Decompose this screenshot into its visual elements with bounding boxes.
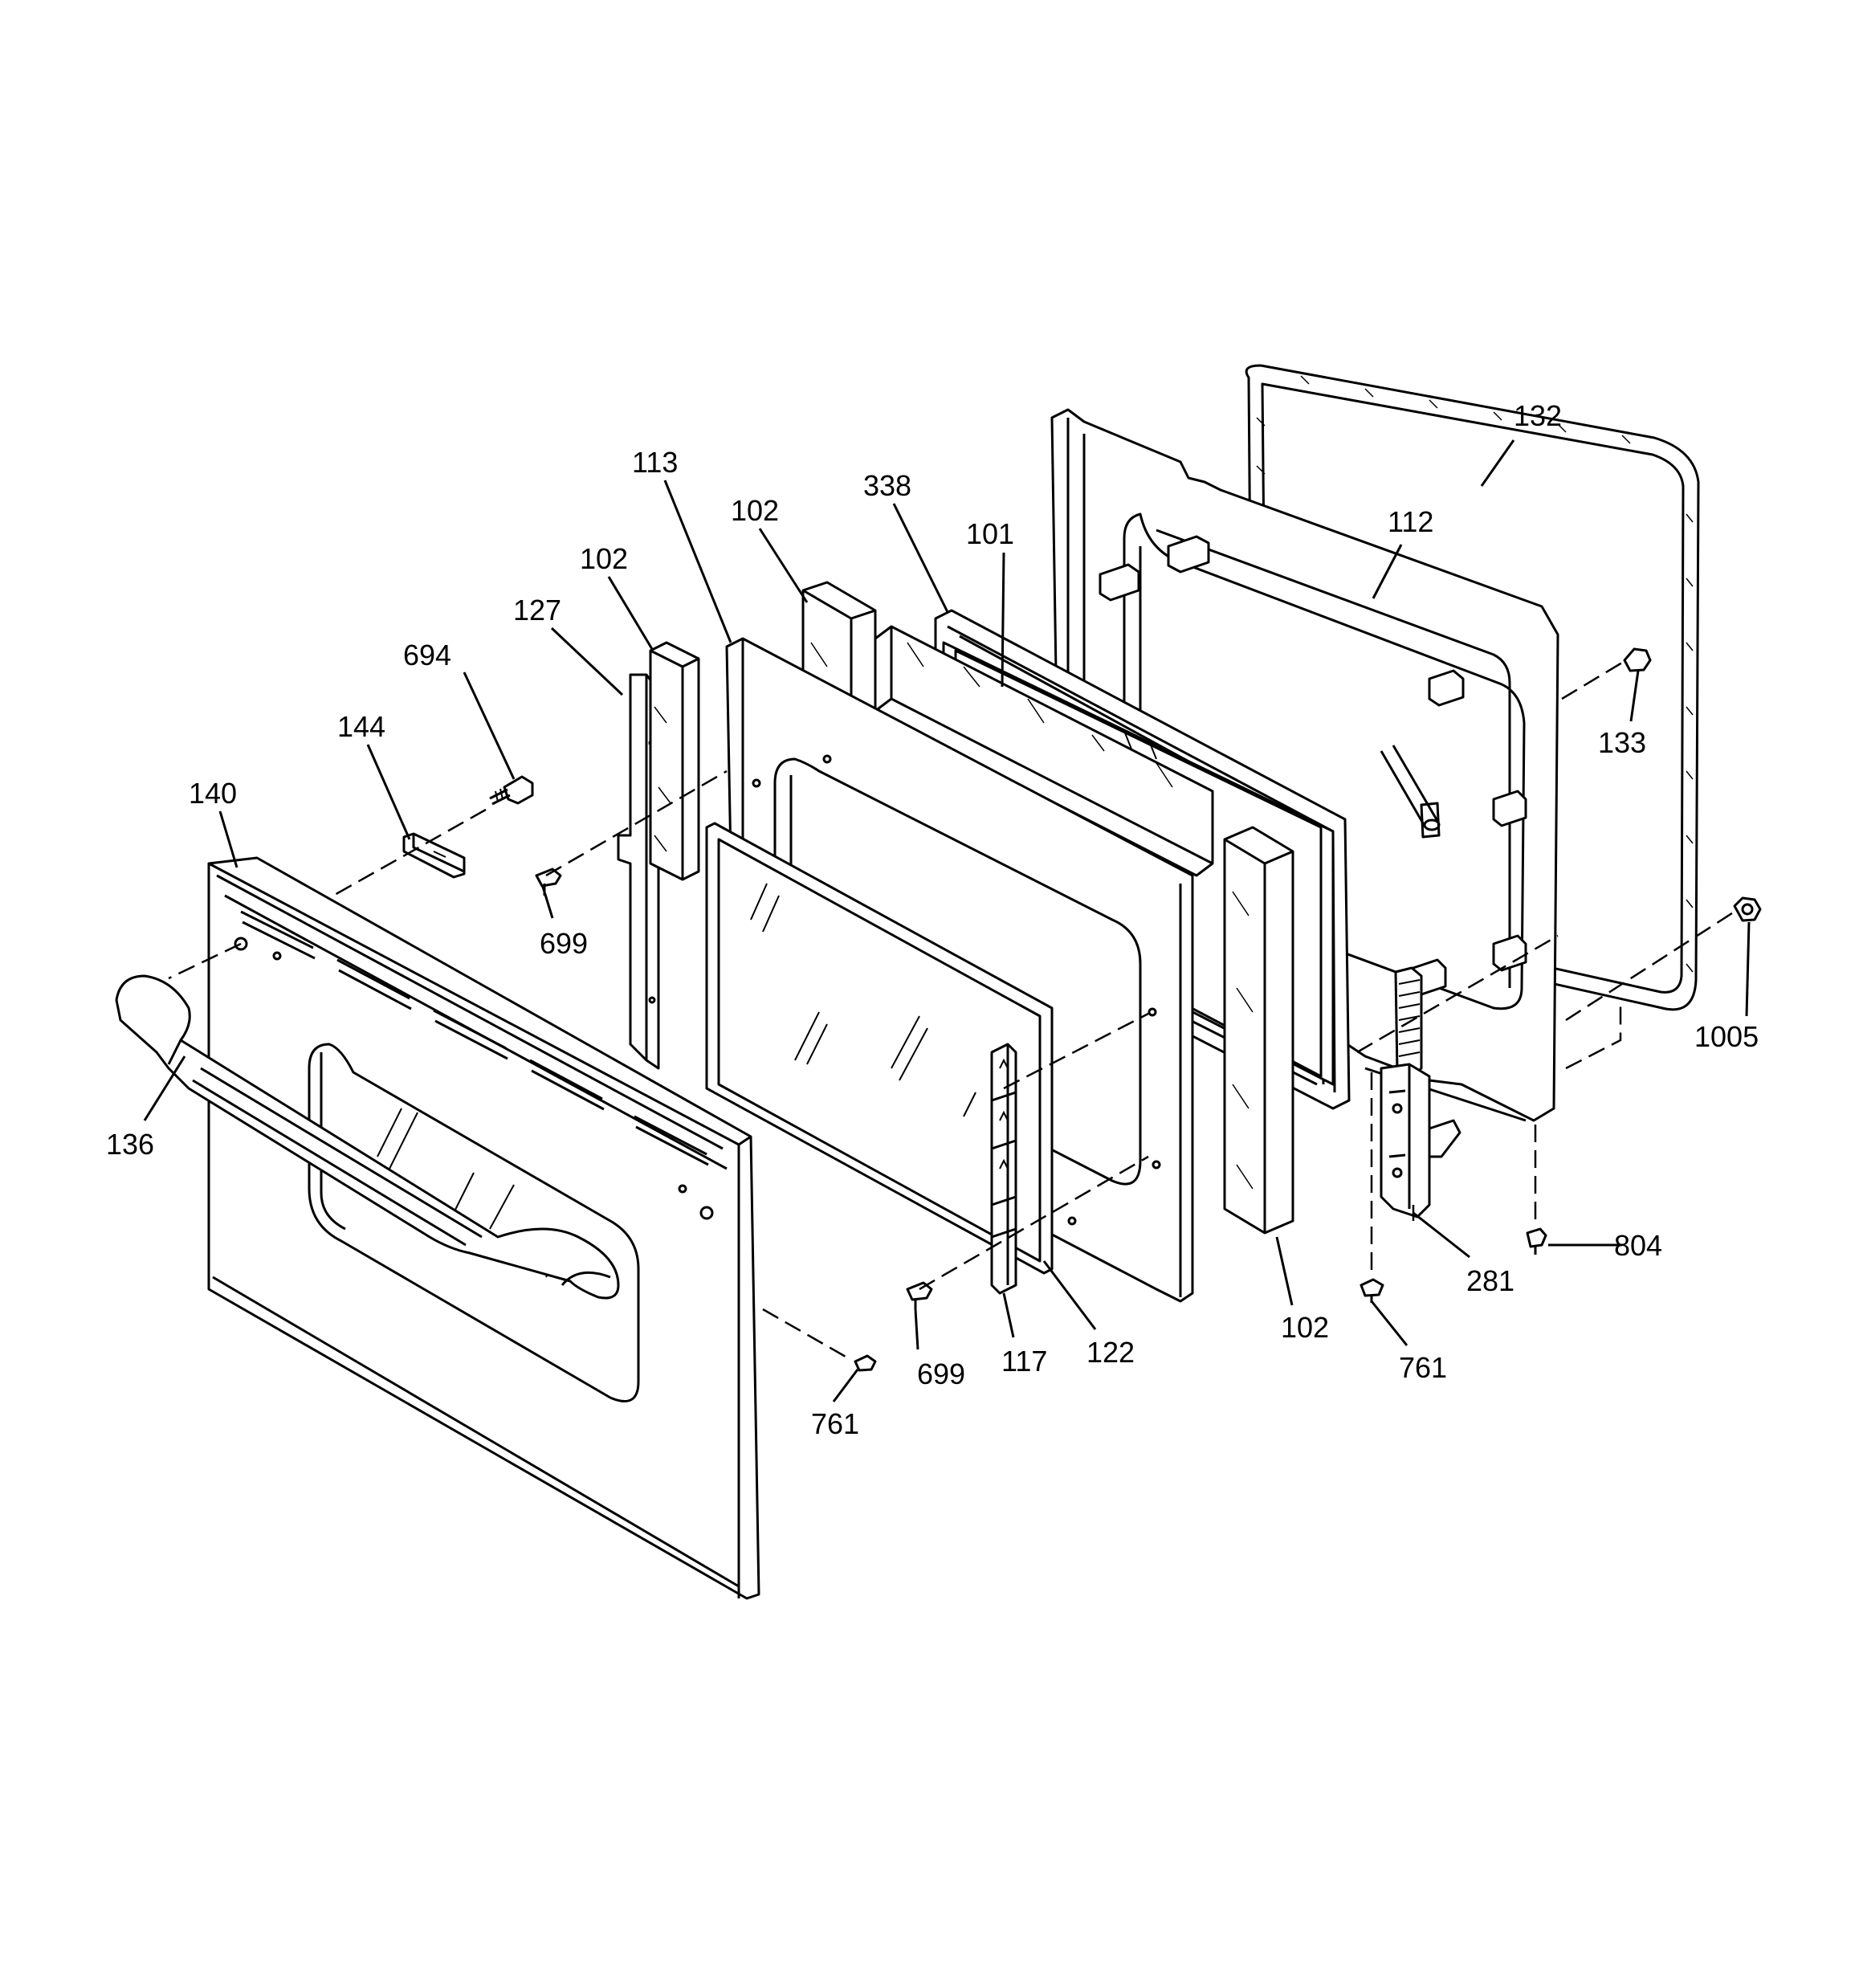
callout-699-upper: 699: [540, 927, 588, 960]
callout-102-upper: 102: [731, 494, 779, 527]
callout-113: 113: [632, 446, 678, 479]
callout-140: 140: [189, 777, 237, 810]
callout-338: 338: [863, 469, 911, 502]
callout-127: 127: [513, 594, 561, 627]
part-804-screw: [1526, 1227, 1547, 1255]
callout-144: 144: [337, 710, 385, 743]
callout-102-front: 102: [580, 542, 628, 575]
part-144-bracket: [402, 832, 466, 879]
callout-281: 281: [1466, 1264, 1514, 1297]
part-699-screw-lower: [906, 1281, 933, 1309]
callout-112: 112: [1388, 505, 1433, 538]
part-694-screw: [489, 775, 534, 806]
callout-694: 694: [403, 639, 451, 672]
part-761-screw-door: [854, 1354, 877, 1372]
callout-761-door: 761: [811, 1407, 859, 1440]
callout-804: 804: [1614, 1229, 1662, 1262]
callout-117: 117: [1001, 1345, 1047, 1378]
part-117-hinge-receptacle: [990, 1043, 1017, 1295]
leader-lines: [143, 439, 1751, 1402]
alignment-lines: [168, 659, 1735, 1361]
callout-122: 122: [1086, 1336, 1135, 1369]
callout-133: 133: [1598, 726, 1646, 759]
callout-132: 132: [1514, 399, 1562, 432]
part-122-door-glass: [705, 822, 1054, 1275]
part-102-spacer-lower: [1223, 826, 1294, 1235]
part-1005-screw: [1733, 896, 1762, 922]
callout-101: 101: [966, 517, 1014, 550]
part-136-door-handle: [115, 974, 620, 1300]
part-133-bumper: [1623, 647, 1652, 672]
part-761-screw-hinge: [1360, 1278, 1384, 1303]
callout-102-lower: 102: [1281, 1311, 1329, 1344]
callout-136: 136: [106, 1128, 154, 1161]
callout-1005: 1005: [1694, 1020, 1759, 1053]
callout-761-hinge: 761: [1399, 1351, 1447, 1384]
callout-699-lower: 699: [917, 1357, 965, 1390]
part-102-spacer-front: [649, 641, 700, 881]
callout-labels: 132 112 133 1005 804 281 761 102 122 117…: [106, 399, 1759, 1440]
